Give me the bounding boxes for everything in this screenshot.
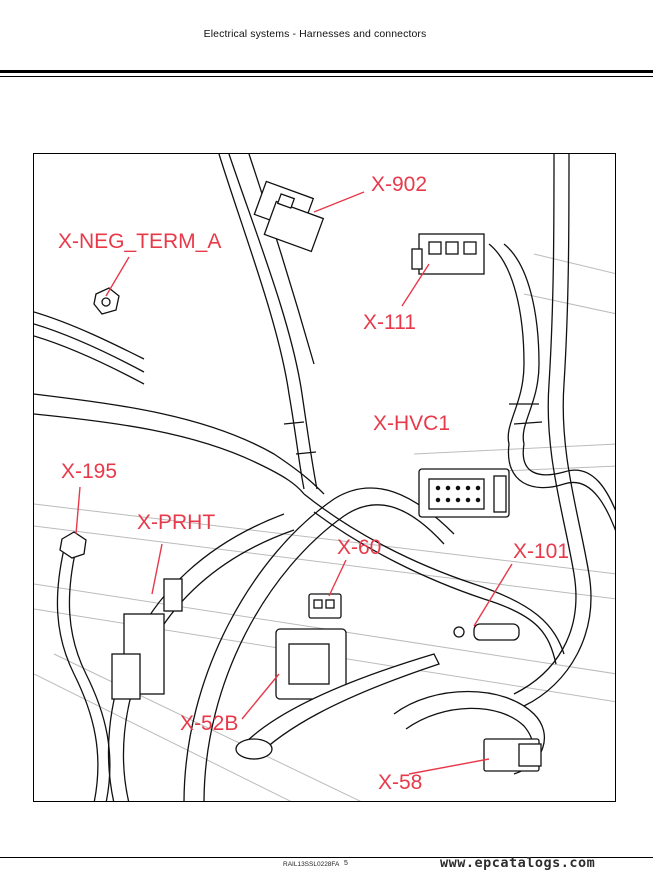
- callout-x-195: X-195: [61, 460, 118, 483]
- header-rule-thick: [0, 70, 653, 73]
- callout-x-60: X-60: [337, 536, 382, 559]
- callout-x-58: X-58: [378, 771, 423, 794]
- footer-page-number: 5: [344, 860, 348, 867]
- page-header-title: Electrical systems - Harnesses and conne…: [203, 28, 427, 40]
- harness-line-art: [34, 154, 615, 801]
- watermark-url: www.epcatalogs.com: [440, 855, 596, 871]
- callout-x-prht: X-PRHT: [137, 511, 216, 534]
- footer-reference-code: RAIL13SSL0228FA: [283, 861, 340, 868]
- callout-x-hvc1: X-HVC1: [373, 412, 451, 435]
- callout-x-902: X-902: [371, 173, 428, 196]
- footer-rule: [0, 857, 653, 858]
- callout-x-52b: X-52B: [180, 712, 239, 735]
- callout-x-neg-term-a: X-NEG_TERM_A: [58, 230, 222, 253]
- callout-x-101: X-101: [513, 540, 570, 563]
- harness-illustration: X-902 X-NEG_TERM_A X-111 X-HVC1 X-195 X-…: [33, 153, 616, 802]
- header-rule-thin: [0, 76, 653, 77]
- callout-x-111: X-111: [363, 311, 416, 334]
